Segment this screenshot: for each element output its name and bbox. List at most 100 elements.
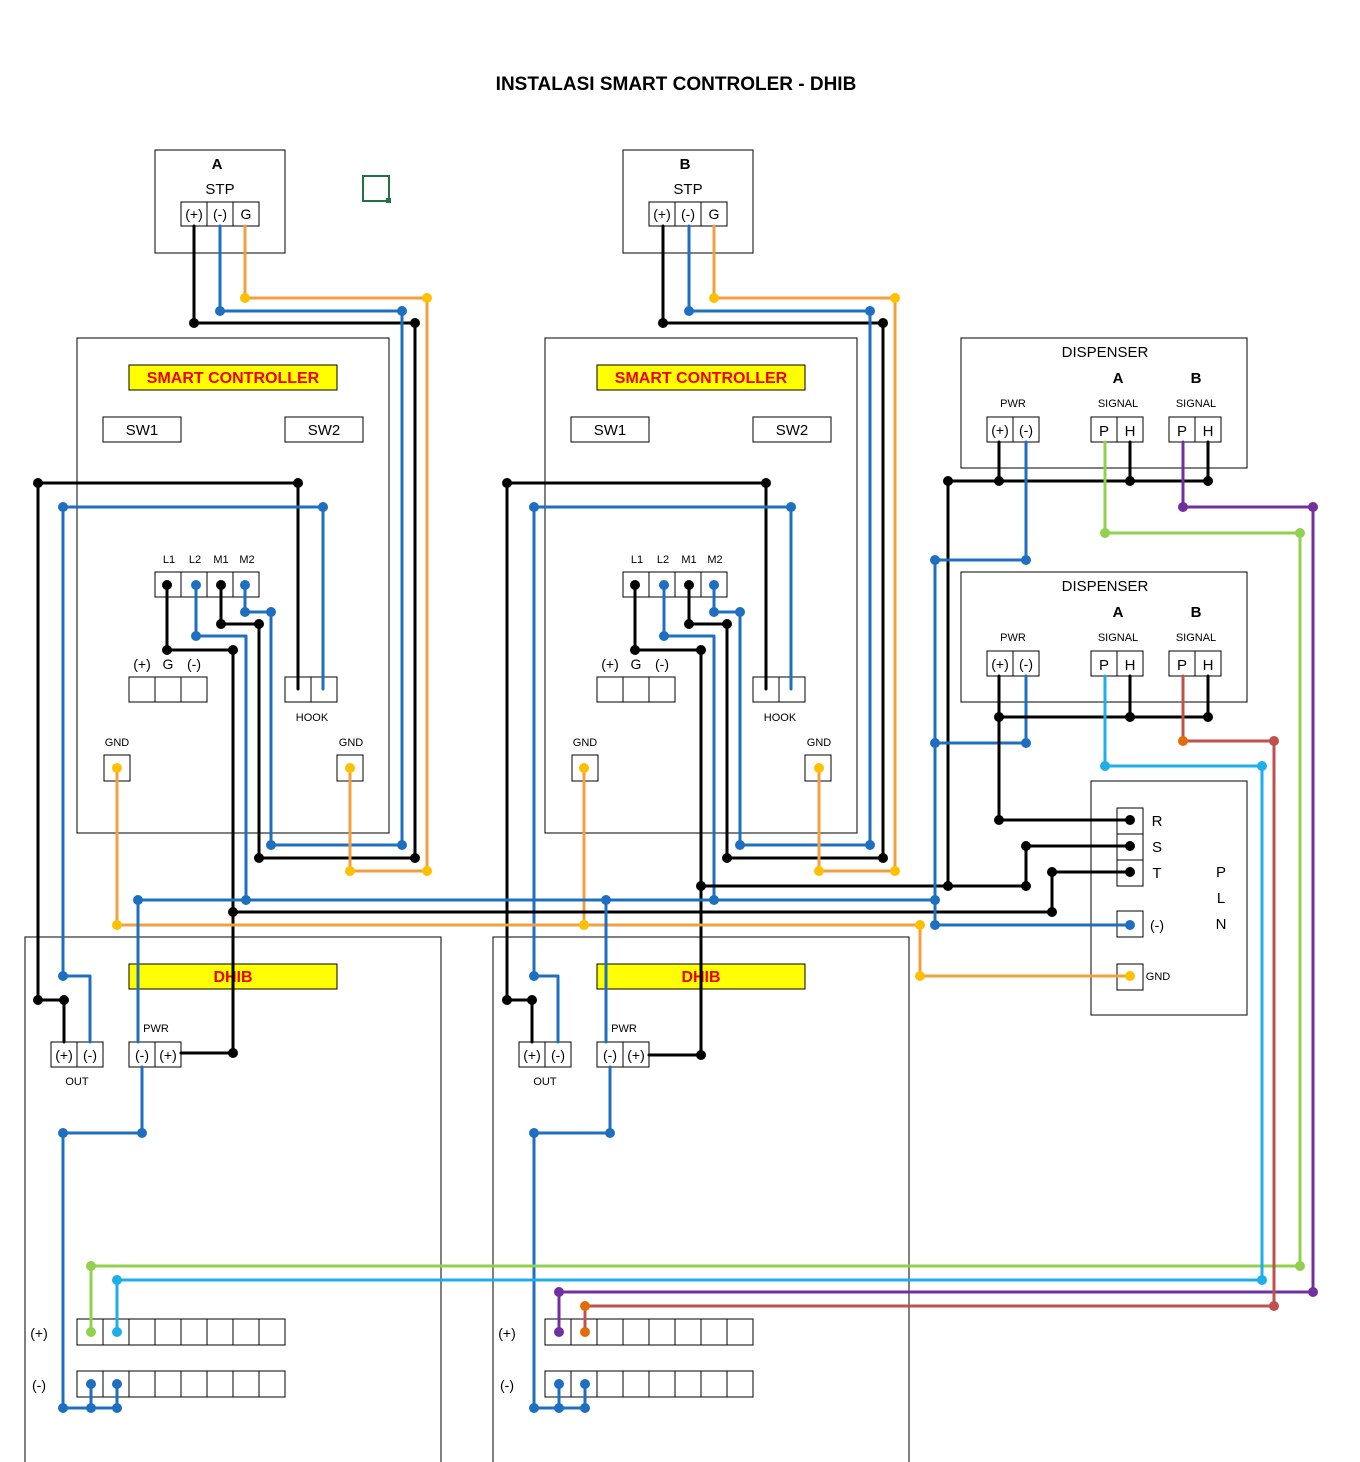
dot: [86, 1261, 96, 1271]
dhib-2-bus-neg-label: (-): [500, 1377, 514, 1393]
controller-2-sw1: SW1: [594, 422, 627, 439]
controller-2-gnd-left: GND: [573, 737, 598, 749]
dot: [1203, 712, 1213, 722]
dot: [890, 293, 900, 303]
pln-gnd: GND: [1146, 971, 1171, 983]
dot: [1257, 761, 1267, 771]
dot: [1295, 528, 1305, 538]
cell-selection-marker: [362, 175, 391, 203]
controller-1-l2: L2: [189, 554, 201, 566]
dot: [112, 920, 122, 930]
dot: [254, 619, 264, 629]
controller-1-sw1: SW1: [126, 422, 159, 439]
dot: [189, 318, 199, 328]
controller-1-pwr-pos: (+): [133, 656, 151, 672]
dot: [345, 866, 355, 876]
dot: [722, 619, 732, 629]
dot: [86, 1379, 96, 1389]
dot: [216, 580, 226, 590]
dot: [930, 895, 940, 905]
dot: [240, 607, 250, 617]
dot: [529, 971, 539, 981]
dhib-1-pwr-pos: (+): [159, 1047, 177, 1063]
dot: [58, 1403, 68, 1413]
dhib-1-pwr: PWR: [143, 1023, 169, 1035]
dot: [112, 1403, 122, 1413]
dispenser-1-pwr-neg: (-): [1019, 422, 1033, 438]
stp-b-terminal-pos: (+): [653, 206, 671, 222]
dot: [1021, 881, 1031, 891]
dispenser-1-b: B: [1191, 370, 1202, 387]
dot: [527, 995, 537, 1005]
dispenser-2-signal-b: SIGNAL: [1176, 632, 1216, 644]
dispenser-1-pwr-pos: (+): [991, 422, 1009, 438]
dot: [1021, 841, 1031, 851]
dot: [554, 1327, 564, 1337]
pln-t: T: [1152, 865, 1161, 882]
dispenser-1-a-h: H: [1125, 423, 1136, 440]
stp-b-terminal-neg: (-): [681, 206, 695, 222]
dot: [761, 478, 771, 488]
dot: [345, 763, 355, 773]
wire-bus-t: [699, 844, 1132, 888]
wire-stp-b-negative: [687, 224, 872, 847]
dot: [915, 971, 925, 981]
dot: [1178, 736, 1188, 746]
dot: [422, 866, 432, 876]
dispenser-1-pwr: PWR: [1000, 398, 1026, 410]
dot: [878, 318, 888, 328]
dispenser-1-a-p: P: [1099, 423, 1109, 440]
dot: [86, 1327, 96, 1337]
dot: [240, 580, 250, 590]
wire-bus-s: [231, 870, 1132, 914]
dot: [216, 619, 226, 629]
dot: [1100, 761, 1110, 771]
dhib-1-out-pos: (+): [55, 1047, 73, 1063]
dot: [502, 478, 512, 488]
dot: [137, 1128, 147, 1138]
stp-a-terminal-pos: (+): [185, 206, 203, 222]
smart-controller-2: SMART CONTROLLER SW1 SW2 L1 L2 M1 M2 (+)…: [544, 337, 858, 834]
dot: [605, 1128, 615, 1138]
wire-c1-hook-black: [36, 481, 300, 1044]
dot: [112, 763, 122, 773]
dot: [1125, 920, 1135, 930]
dot: [254, 853, 264, 863]
wire-bus-orange: [115, 923, 1132, 978]
controller-1-gnd-left: GND: [105, 737, 130, 749]
dot: [878, 853, 888, 863]
dispenser-2-a-h: H: [1125, 657, 1136, 674]
stp-a: A STP (+) (-) G: [154, 149, 286, 254]
dot: [554, 1403, 564, 1413]
dot: [1047, 907, 1057, 917]
dot: [422, 293, 432, 303]
dot: [735, 607, 745, 617]
dispenser-2: DISPENSER A B PWR SIGNAL SIGNAL (+) (-) …: [960, 571, 1248, 703]
dot: [1125, 476, 1135, 486]
dot: [112, 1275, 122, 1285]
dot: [630, 580, 640, 590]
dispenser-2-name: DISPENSER: [1062, 578, 1149, 595]
dot: [930, 738, 940, 748]
dot: [410, 853, 420, 863]
dot: [1308, 1287, 1318, 1297]
stp-a-terminal-neg: (-): [213, 206, 227, 222]
dot: [529, 1128, 539, 1138]
dot: [397, 840, 407, 850]
controller-1-gnd-right: GND: [339, 737, 364, 749]
dhib-2-bus-neg: [544, 1370, 754, 1398]
pln-letter-p: P: [1216, 864, 1226, 881]
dot: [696, 1050, 706, 1060]
dispenser-1-name: DISPENSER: [1062, 344, 1149, 361]
dot: [722, 853, 732, 863]
controller-2-pwr-neg: (-): [655, 656, 669, 672]
dot: [228, 907, 238, 917]
controller-2-gnd-right: GND: [807, 737, 832, 749]
dot: [865, 306, 875, 316]
dot: [684, 619, 694, 629]
dot: [579, 920, 589, 930]
dispenser-1: DISPENSER A B PWR SIGNAL SIGNAL (+) (-) …: [960, 337, 1248, 469]
wire-stp-b-positive: [661, 224, 885, 860]
dhib-1: DHIB PWR (+) (-) OUT (-) (+) (+) (-): [24, 936, 442, 1462]
